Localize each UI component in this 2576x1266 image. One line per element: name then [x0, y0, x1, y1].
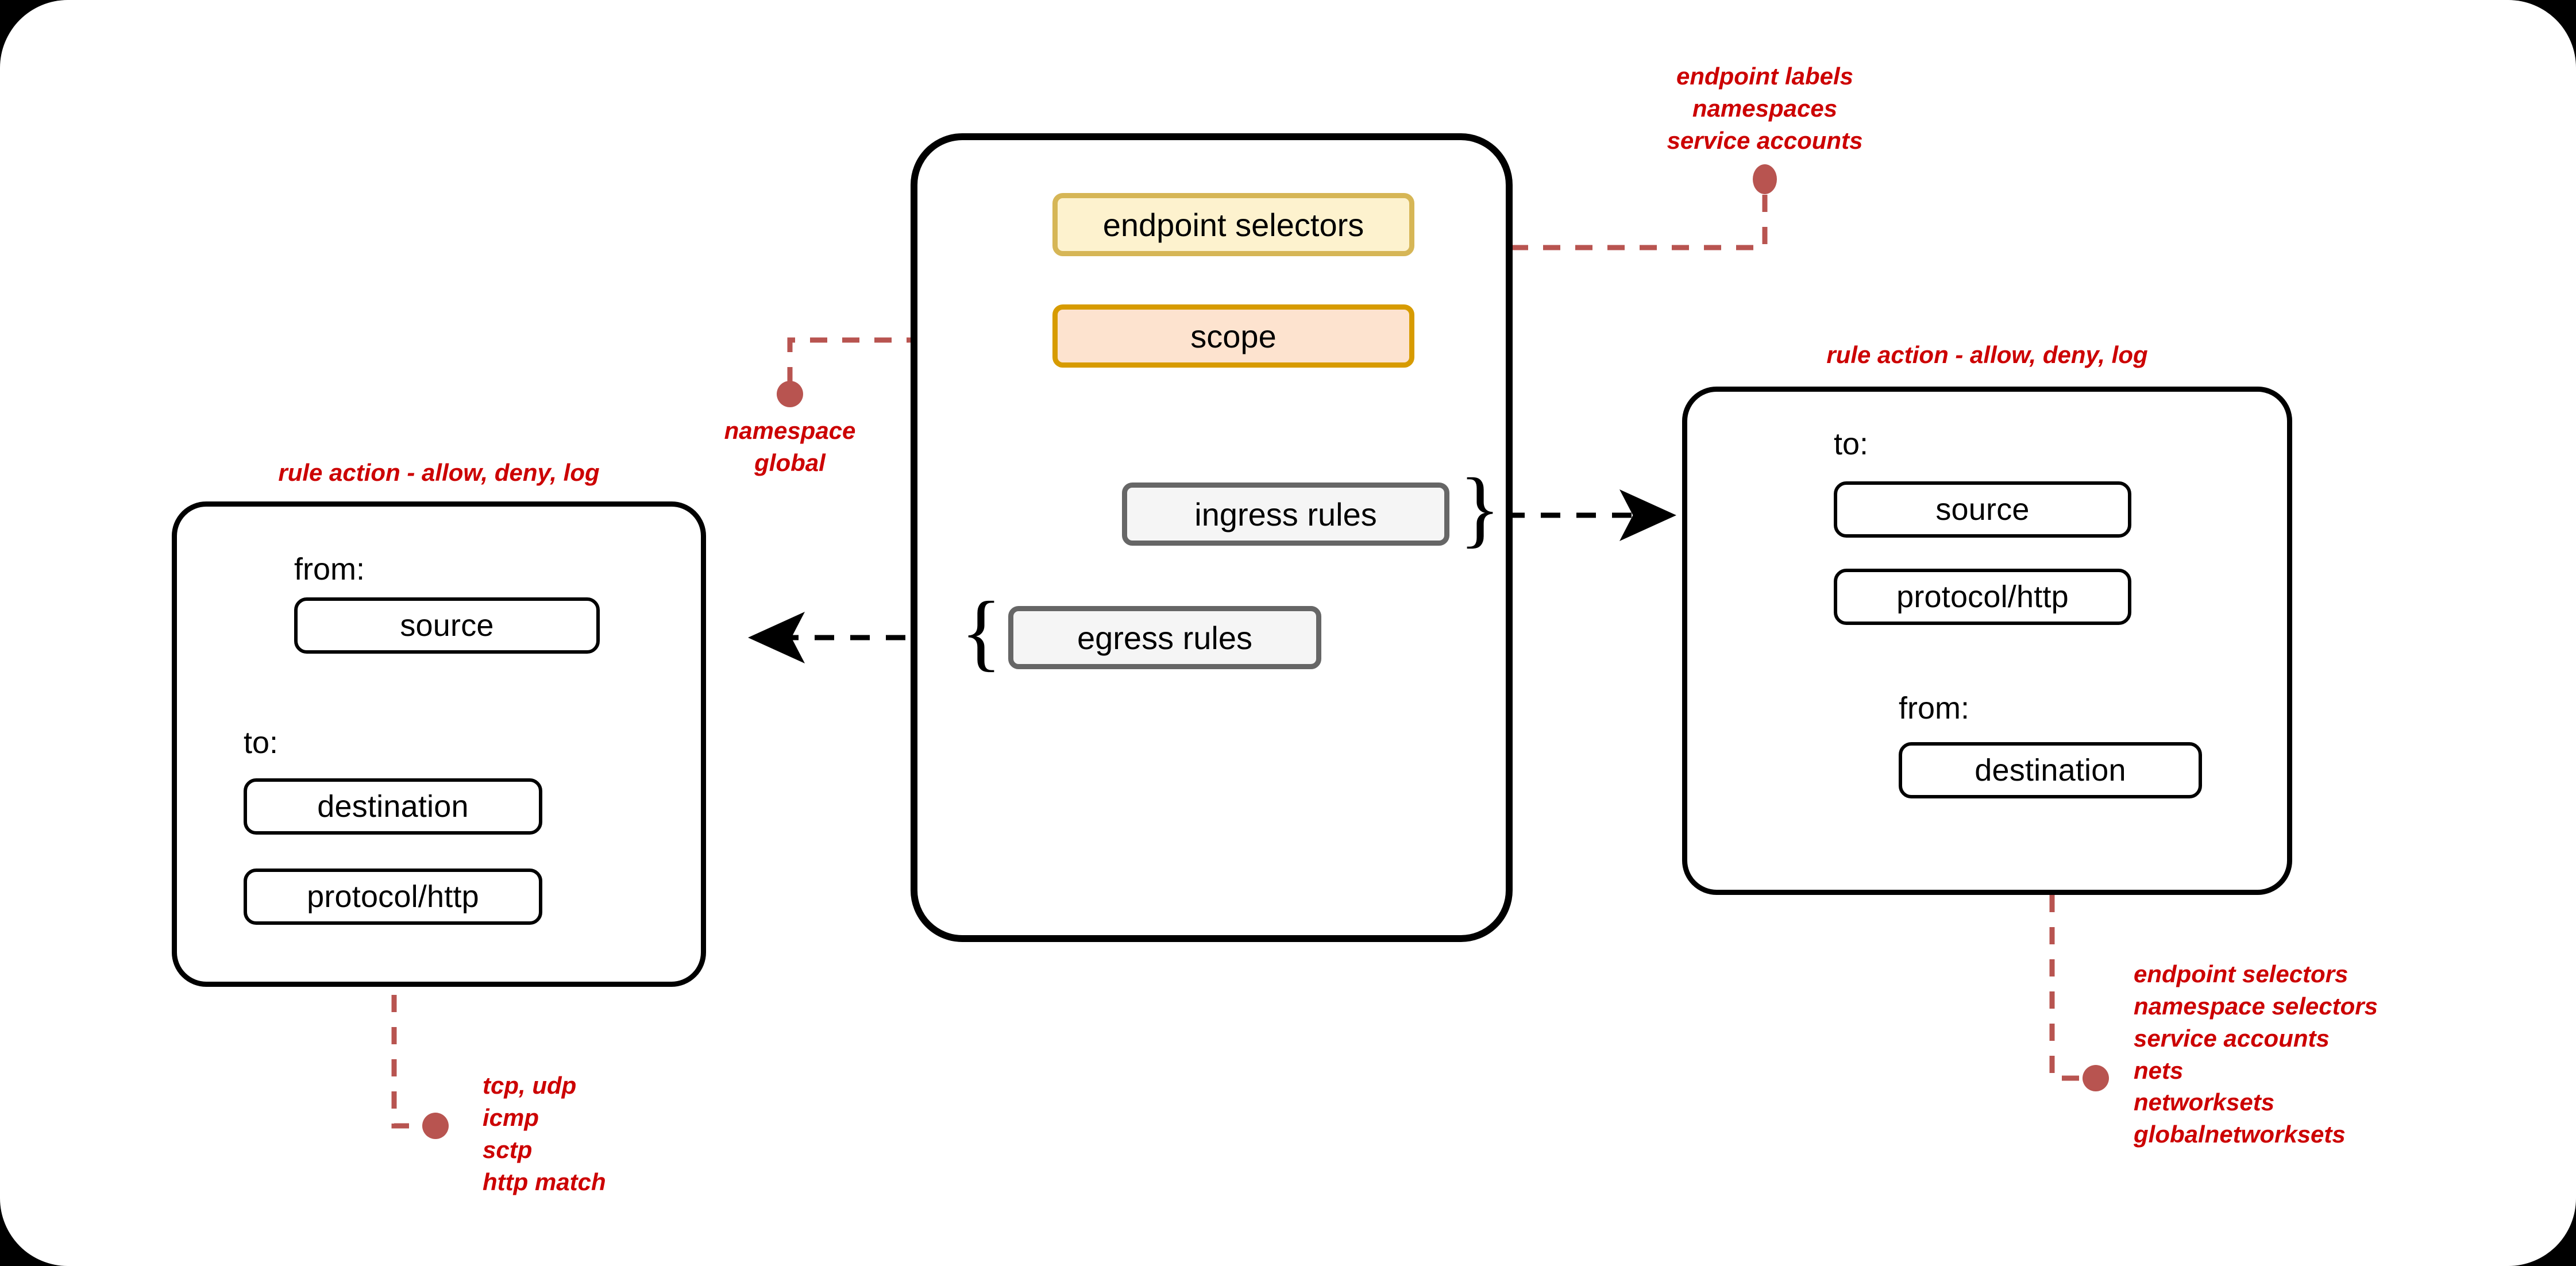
scope-note-line-2: global	[754, 449, 826, 476]
egress-brace: {	[961, 584, 1002, 680]
egress-rule-action-text: rule action - allow, deny, log	[278, 459, 600, 486]
destination-note-line-3: service accounts	[2134, 1024, 2330, 1052]
endpoint-selectors-note-line-3: service accounts	[1667, 126, 1863, 154]
ingress-from-destination-box[interactable]: destination	[1899, 742, 2202, 798]
protocol-note-line-2: icmp	[483, 1103, 539, 1131]
protocol-note-line-4: http match	[483, 1168, 606, 1195]
scope-note: namespace global	[652, 415, 928, 479]
egress-from-source-box[interactable]: source	[294, 597, 600, 654]
endpoint-selectors-note-line-2: namespaces	[1692, 94, 1838, 122]
destination-note: endpoint selectors namespace selectors s…	[2134, 958, 2570, 1151]
destination-note-line-2: namespace selectors	[2134, 992, 2378, 1020]
ingress-from-label: from:	[1899, 691, 1970, 725]
egress-to-destination-box[interactable]: destination	[244, 778, 542, 835]
egress-from-label: from:	[294, 552, 365, 586]
ingress-rules-box[interactable]: ingress rules	[1122, 483, 1449, 546]
egress-to-label: to:	[244, 725, 279, 760]
ingress-detail-panel	[1682, 387, 2292, 895]
egress-rule-action-note: rule action - allow, deny, log	[172, 457, 706, 489]
ingress-brace: }	[1459, 461, 1501, 556]
ingress-to-label: to:	[1834, 427, 1869, 461]
destination-note-line-6: globalnetworksets	[2134, 1121, 2346, 1148]
egress-to-protocol-box[interactable]: protocol/http	[244, 869, 542, 925]
destination-note-line-5: networksets	[2134, 1089, 2275, 1116]
ingress-to-source-box[interactable]: source	[1834, 481, 2131, 538]
protocol-note-line-1: tcp, udp	[483, 1072, 577, 1099]
ingress-to-protocol-box[interactable]: protocol/http	[1834, 569, 2131, 625]
egress-rules-box[interactable]: egress rules	[1008, 606, 1321, 669]
endpoint-selectors-note-line-1: endpoint labels	[1676, 63, 1854, 90]
protocol-note-line-3: sctp	[483, 1136, 533, 1163]
ingress-rule-action-note: rule action - allow, deny, log	[1682, 339, 2292, 371]
destination-note-line-4: nets	[2134, 1056, 2184, 1084]
destination-note-line-1: endpoint selectors	[2134, 960, 2349, 987]
ingress-rule-action-text: rule action - allow, deny, log	[1826, 341, 2148, 368]
protocol-note: tcp, udp icmp sctp http match	[483, 1070, 839, 1198]
endpoint-selectors-box[interactable]: endpoint selectors	[1052, 193, 1414, 256]
scope-note-line-1: namespace	[724, 417, 856, 444]
scope-box[interactable]: scope	[1052, 304, 1414, 368]
endpoint-selectors-note: endpoint labels namespaces service accou…	[1592, 60, 1937, 157]
